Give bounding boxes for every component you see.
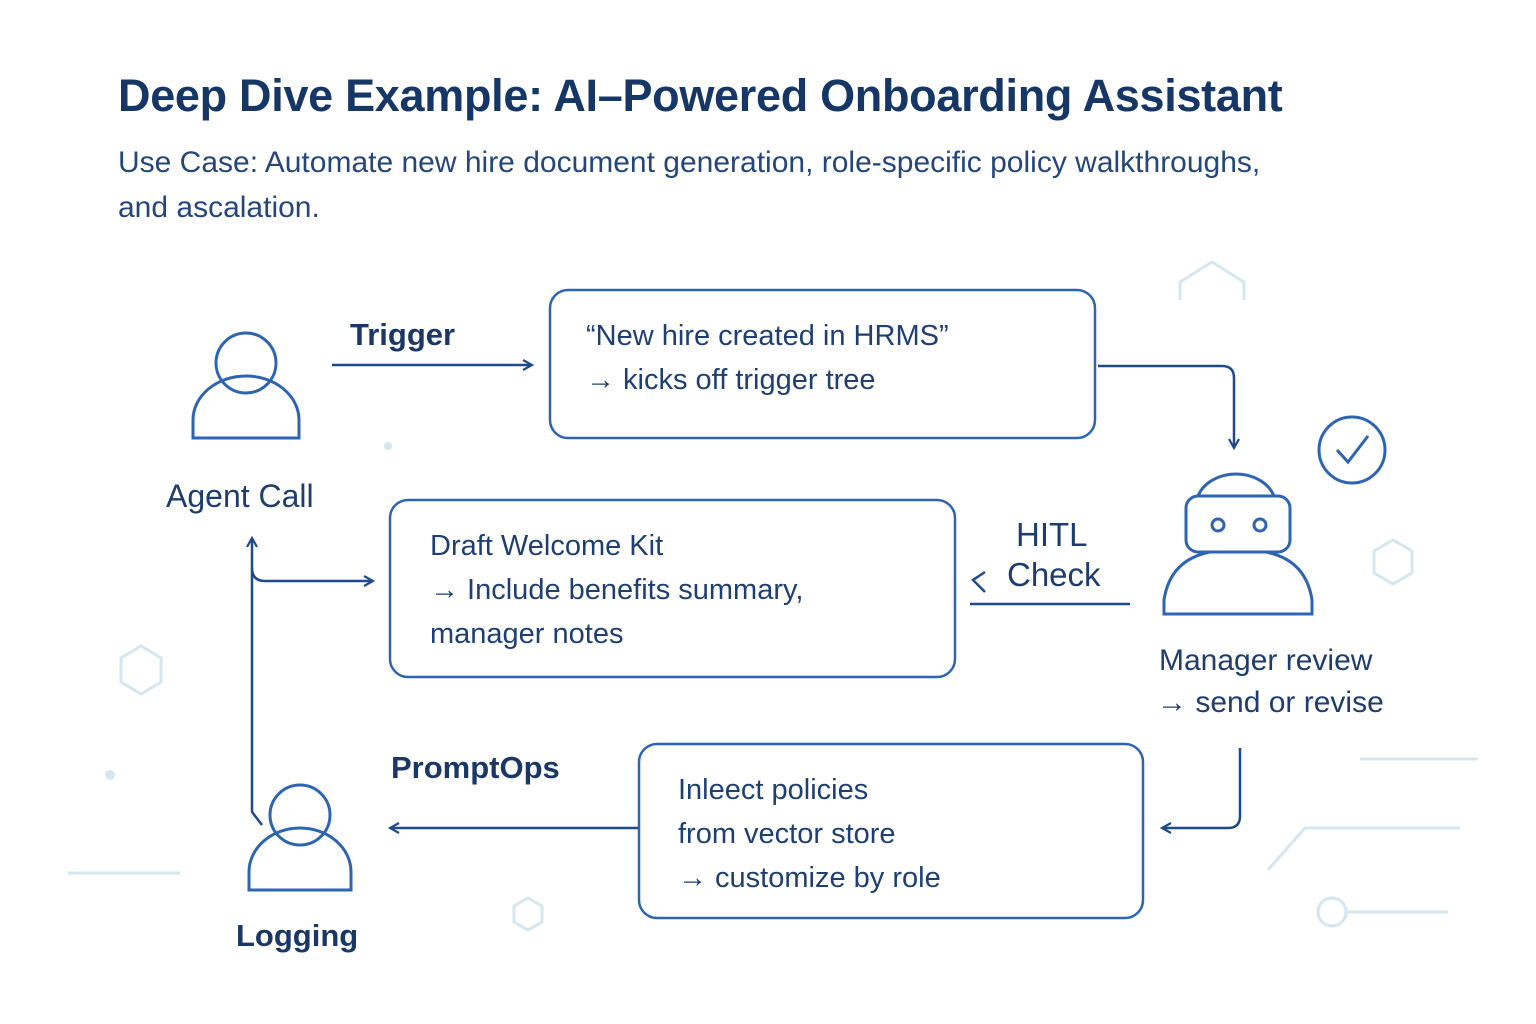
- promptops-label: PromptOps: [391, 750, 560, 785]
- trigger-box: “New hire created in HRMS” → kicks off t…: [586, 314, 949, 402]
- inject-box-line: Inleect policies: [678, 774, 869, 806]
- decor-dot: [384, 442, 392, 450]
- inject-box-line: from vector store: [678, 818, 896, 850]
- inject-box-frame: [637, 742, 1145, 920]
- welcome-box-frame: [388, 498, 957, 679]
- check-label: Check: [1007, 556, 1101, 593]
- check-circle-icon: [1317, 415, 1387, 485]
- trigger-label: Trigger: [350, 317, 456, 352]
- inject-policies-box: Inleect policies from vector store → cus…: [678, 768, 941, 900]
- user-icon: [247, 783, 353, 892]
- hexagon-icon: [512, 896, 544, 932]
- trigger-to-manager-arrow: [1098, 364, 1234, 448]
- inject-box-line: → customize by role: [678, 862, 941, 894]
- circuit-node: [1316, 896, 1348, 928]
- robot-icon: [1162, 472, 1314, 616]
- hitl-arrowhead: [971, 570, 986, 593]
- trigger-box-line: → kicks off trigger tree: [586, 364, 876, 396]
- user-icon: [191, 331, 301, 440]
- hexagon-icon: [119, 644, 163, 696]
- trigger-box-line: “New hire created in HRMS”: [586, 320, 949, 352]
- welcome-box-line: manager notes: [430, 618, 624, 650]
- hitl-label: HITL: [1016, 516, 1088, 553]
- hexagon-icon: [1178, 260, 1246, 300]
- manager-to-inject-arrow: [1162, 748, 1242, 828]
- background-decoration: [68, 260, 1478, 932]
- trigger-box-frame: [548, 288, 1097, 440]
- agent-to-welcome-arrow: [250, 567, 373, 581]
- page-title: Deep Dive Example: AI–Powered Onboarding…: [118, 70, 1283, 121]
- welcome-kit-box: Draft Welcome Kit → Include benefits sum…: [430, 524, 803, 656]
- circuit-line: [1266, 826, 1460, 871]
- manager-action-label: → send or revise: [1157, 686, 1384, 719]
- hexagon-icon: [1372, 538, 1414, 586]
- welcome-box-line: → Include benefits summary,: [430, 574, 804, 606]
- page-subtitle: Use Case: Automate new hire document gen…: [118, 146, 1261, 224]
- logging-label: Logging: [236, 918, 359, 953]
- agent-call-label: Agent Call: [166, 478, 314, 514]
- manager-review-label: Manager review: [1159, 644, 1373, 677]
- welcome-box-heading: Draft Welcome Kit: [430, 530, 664, 562]
- decor-dot: [105, 770, 115, 780]
- connectors: [250, 364, 1242, 828]
- logging-to-agent-arrow: [252, 538, 263, 826]
